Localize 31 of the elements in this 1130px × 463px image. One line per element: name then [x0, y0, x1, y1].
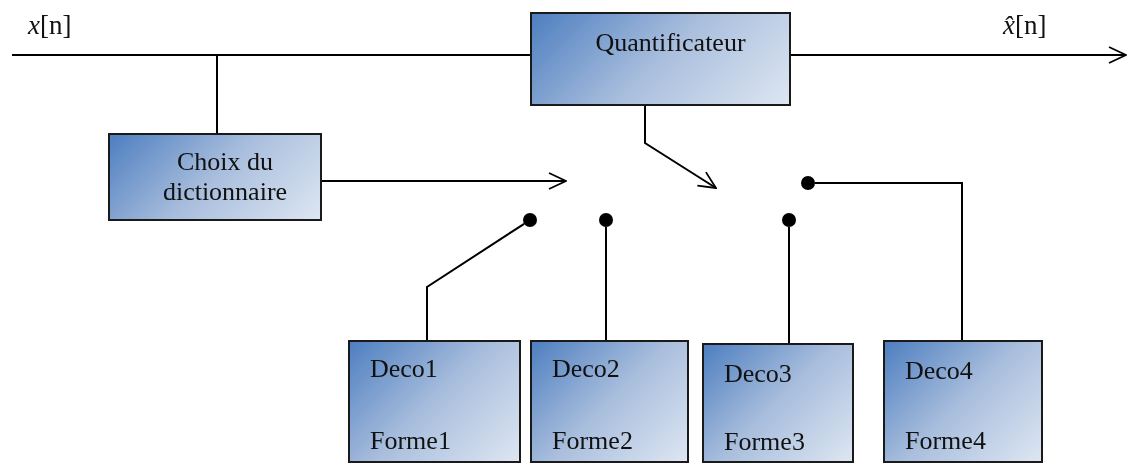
connector-line	[216, 54, 218, 134]
contact-dot	[523, 213, 537, 227]
box-label: Forme3	[724, 427, 805, 457]
process-box	[530, 340, 689, 463]
connector-line	[11, 54, 531, 56]
connector-line	[605, 226, 607, 341]
arrow	[321, 172, 567, 190]
process-box	[108, 133, 322, 221]
contact-dot	[782, 213, 796, 227]
signal-label: x̂[n]	[1003, 10, 1047, 41]
signal-label: x[n]	[28, 10, 72, 41]
connector-line	[426, 222, 526, 341]
box-label: Forme4	[905, 426, 986, 456]
process-box	[883, 340, 1043, 463]
connector-line	[788, 226, 790, 344]
process-box	[348, 340, 521, 463]
box-label: Deco3	[724, 359, 792, 389]
arrow	[790, 46, 1127, 64]
arrow	[644, 105, 717, 189]
box-label: Quantificateur	[594, 28, 747, 58]
box-label: Choix du dictionnaire	[161, 147, 289, 207]
contact-dot	[599, 213, 613, 227]
contact-dot	[801, 176, 815, 190]
box-label: Forme2	[552, 426, 633, 456]
connector-line	[814, 182, 963, 341]
box-label: Deco1	[370, 354, 438, 384]
box-label: Deco4	[905, 356, 973, 386]
box-label: Deco2	[552, 354, 620, 384]
process-box	[702, 343, 854, 463]
process-box	[530, 12, 791, 106]
box-label: Forme1	[370, 426, 451, 456]
